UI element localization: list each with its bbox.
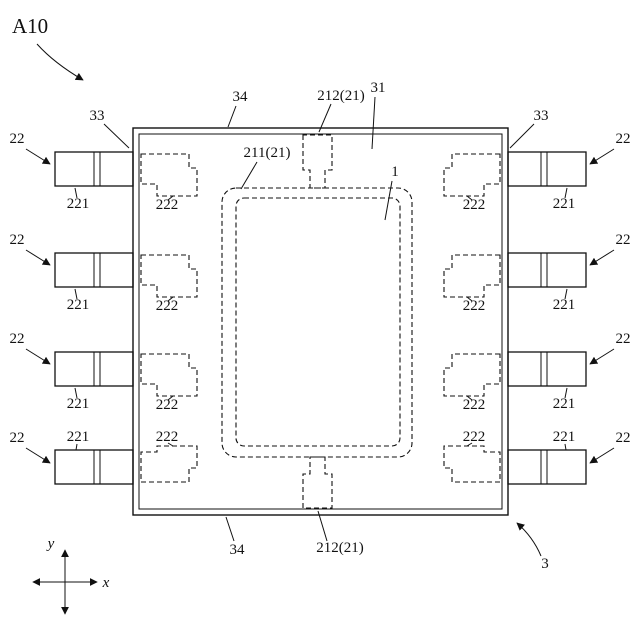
lead-arrow (25, 249, 51, 266)
lead-arrow (25, 148, 51, 165)
lead-label: 22 (10, 131, 25, 147)
inner-lead-left-2 (140, 254, 198, 298)
inner-lead-label: 222 (156, 429, 179, 445)
leader-line (466, 442, 473, 447)
lead-arrow (589, 447, 615, 464)
leader-line (167, 442, 174, 447)
lead-label: 22 (616, 131, 631, 147)
leader-line (227, 105, 237, 128)
leader-line (384, 180, 393, 221)
lead-terminal-labels-right: 221 221 221 221 (553, 187, 576, 451)
die-label: 1 (391, 164, 399, 180)
tab-label-top: 212(21) (317, 88, 365, 104)
leader-line (167, 296, 174, 302)
lead-terminal-label: 221 (553, 396, 576, 412)
pad-frame-outline (221, 187, 413, 458)
side-label-left: 33 (90, 108, 105, 124)
lead-arrow (589, 249, 615, 266)
lead-terminal-label: 221 (67, 297, 90, 313)
lead-terminal-label: 221 (553, 297, 576, 313)
ref-label-a10: A10 (12, 14, 48, 38)
inner-lead-labels-right: 222 222 222 222 (463, 195, 486, 447)
frame-label: 211(21) (244, 145, 291, 161)
resin-label: 31 (371, 80, 386, 96)
bottom-annotations: 34 212(21) 3 (225, 510, 549, 572)
die-outline (235, 197, 401, 447)
leader-line (167, 395, 174, 401)
inner-lead-right-4 (443, 445, 501, 483)
inner-lead-label: 222 (463, 197, 486, 213)
lead-labels-left: 22 22 22 22 (10, 131, 51, 464)
device-label: 3 (541, 556, 549, 572)
lead-label: 22 (616, 430, 631, 446)
top-annotations: 33 33 34 212(21) 31 211(21) 1 (90, 80, 549, 221)
axes: y x (32, 536, 110, 615)
leader-line (466, 296, 473, 302)
lead-label: 22 (10, 232, 25, 248)
tab-bottom (302, 456, 333, 509)
lead-arrow (25, 348, 51, 365)
leader-line (74, 187, 78, 199)
leader-line (564, 187, 568, 199)
inner-lead-label: 222 (463, 429, 486, 445)
lead-label: 22 (10, 331, 25, 347)
inner-lead-right-1 (443, 153, 501, 197)
device-arrow (516, 522, 542, 557)
leader-line (75, 443, 78, 451)
leader-line (466, 395, 473, 401)
lead-labels-right: 22 22 22 22 (589, 131, 631, 464)
axis-x-label: x (102, 575, 110, 591)
leader-line (225, 516, 235, 542)
inner-lead-label: 222 (463, 298, 486, 314)
lead-arrow (25, 447, 51, 464)
leader-line (317, 510, 328, 542)
face-label-top: 34 (233, 89, 249, 105)
lead-terminal-label: 221 (553, 196, 576, 212)
package-inner-outline (138, 133, 503, 510)
lead-arrow (589, 148, 615, 165)
lead-label: 22 (616, 232, 631, 248)
tab-top (302, 134, 333, 189)
inner-lead-label: 222 (156, 197, 179, 213)
lead-label: 22 (616, 331, 631, 347)
inner-lead-left-3 (140, 353, 198, 397)
lead-terminal-label: 221 (67, 196, 90, 212)
leads-right (507, 151, 587, 485)
lead-terminal-labels-left: 221 221 221 221 (67, 187, 90, 451)
inner-leads-right (443, 153, 501, 483)
inner-lead-left-4 (140, 445, 198, 483)
inner-lead-right-3 (443, 353, 501, 397)
leader-line (564, 288, 568, 300)
leader-line (167, 195, 174, 201)
inner-lead-label: 222 (156, 397, 179, 413)
ref-arrow (36, 43, 84, 81)
leads-left (54, 151, 134, 485)
lead-label: 22 (10, 430, 25, 446)
inner-leads-left (140, 153, 198, 483)
leader-line (103, 123, 130, 149)
leader-line (240, 161, 258, 190)
tab-label-bottom: 212(21) (316, 540, 364, 556)
inner-lead-labels-left: 222 222 222 222 (156, 195, 179, 447)
leader-line (318, 103, 332, 133)
face-label-bottom: 34 (230, 542, 246, 558)
lead-terminal-label: 221 (553, 429, 576, 445)
leader-line (74, 387, 78, 399)
leader-line (564, 387, 568, 399)
side-label-right: 33 (534, 108, 549, 124)
leader-line (371, 96, 376, 150)
inner-lead-right-2 (443, 254, 501, 298)
lead-arrow (589, 348, 615, 365)
lead-terminal-label: 221 (67, 429, 90, 445)
leader-line (564, 443, 567, 451)
inner-lead-left-1 (140, 153, 198, 197)
inner-lead-label: 222 (156, 298, 179, 314)
leader-line (74, 288, 78, 300)
lead-terminal-label: 221 (67, 396, 90, 412)
leader-line (509, 123, 535, 149)
axis-y-label: y (46, 536, 55, 552)
leader-line (466, 195, 473, 201)
inner-lead-label: 222 (463, 397, 486, 413)
